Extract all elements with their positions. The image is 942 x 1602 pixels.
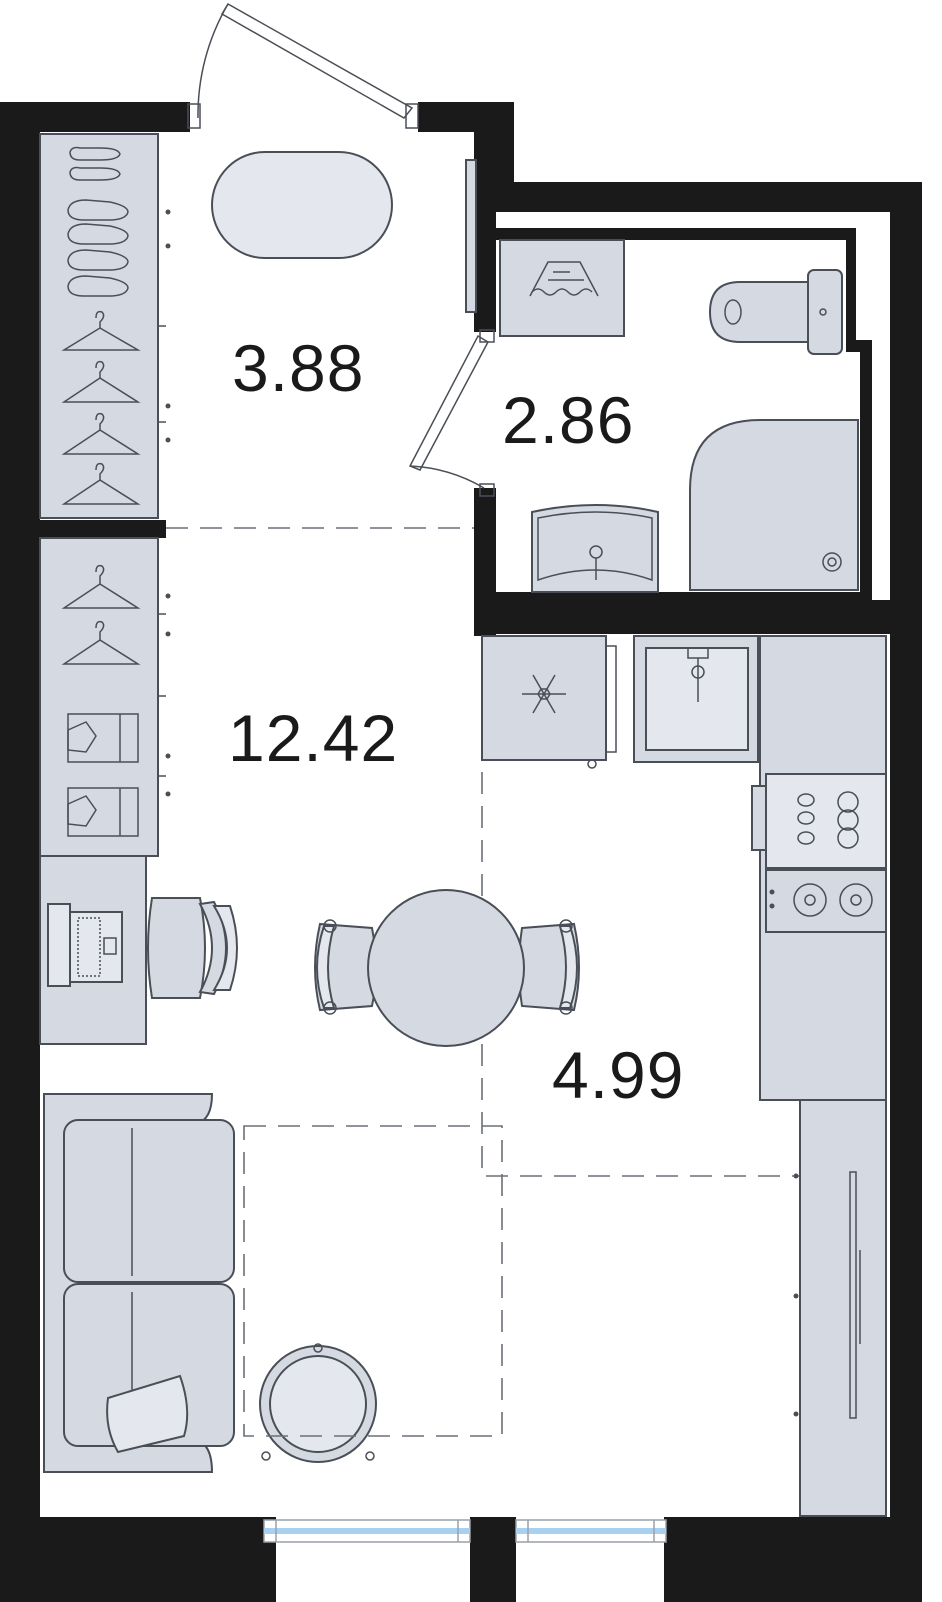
zone-dividers [166,527,800,1177]
tall-cabinet [799,1099,887,1517]
snowflake-icon [481,635,617,769]
table-icon [259,1343,377,1463]
window-icon [263,1519,471,1543]
window-icon [515,1519,667,1543]
area-label-hallway: 3.88 [232,331,364,405]
mirror [465,159,477,313]
shower-icon [689,419,859,591]
toilet-icon [708,269,843,355]
wardrobe-living [39,537,159,857]
hanger-icon [61,564,141,665]
chair-icon [314,919,377,1015]
washing-machine-icon [499,239,625,337]
sofa-icon [43,1093,235,1473]
chair-icon [518,919,580,1015]
sink-icon [633,635,759,763]
stove-icon [751,773,887,933]
living-room: 12.42 [39,537,503,1473]
walls [0,102,922,1602]
bathroom-door-icon[interactable] [408,329,495,497]
sink-icon [531,504,659,593]
wardrobe-hallway [39,133,159,519]
hanger-icon [61,310,141,505]
chair-icon [147,897,238,999]
kitchen: 4.99 [481,635,887,1517]
area-label-kitchen: 4.99 [552,1038,684,1112]
entry-door-icon[interactable] [187,2,419,129]
rug [211,151,393,259]
hallway: 3.88 [39,133,477,519]
area-label-bathroom: 2.86 [502,383,634,457]
laptop-icon [47,903,123,987]
bathroom: 2.86 [499,239,859,593]
area-label-living: 12.42 [228,701,398,775]
shirt-icon [67,713,139,837]
table-icon [367,889,525,1047]
shoe-icon [67,146,129,297]
dining [314,889,580,1047]
